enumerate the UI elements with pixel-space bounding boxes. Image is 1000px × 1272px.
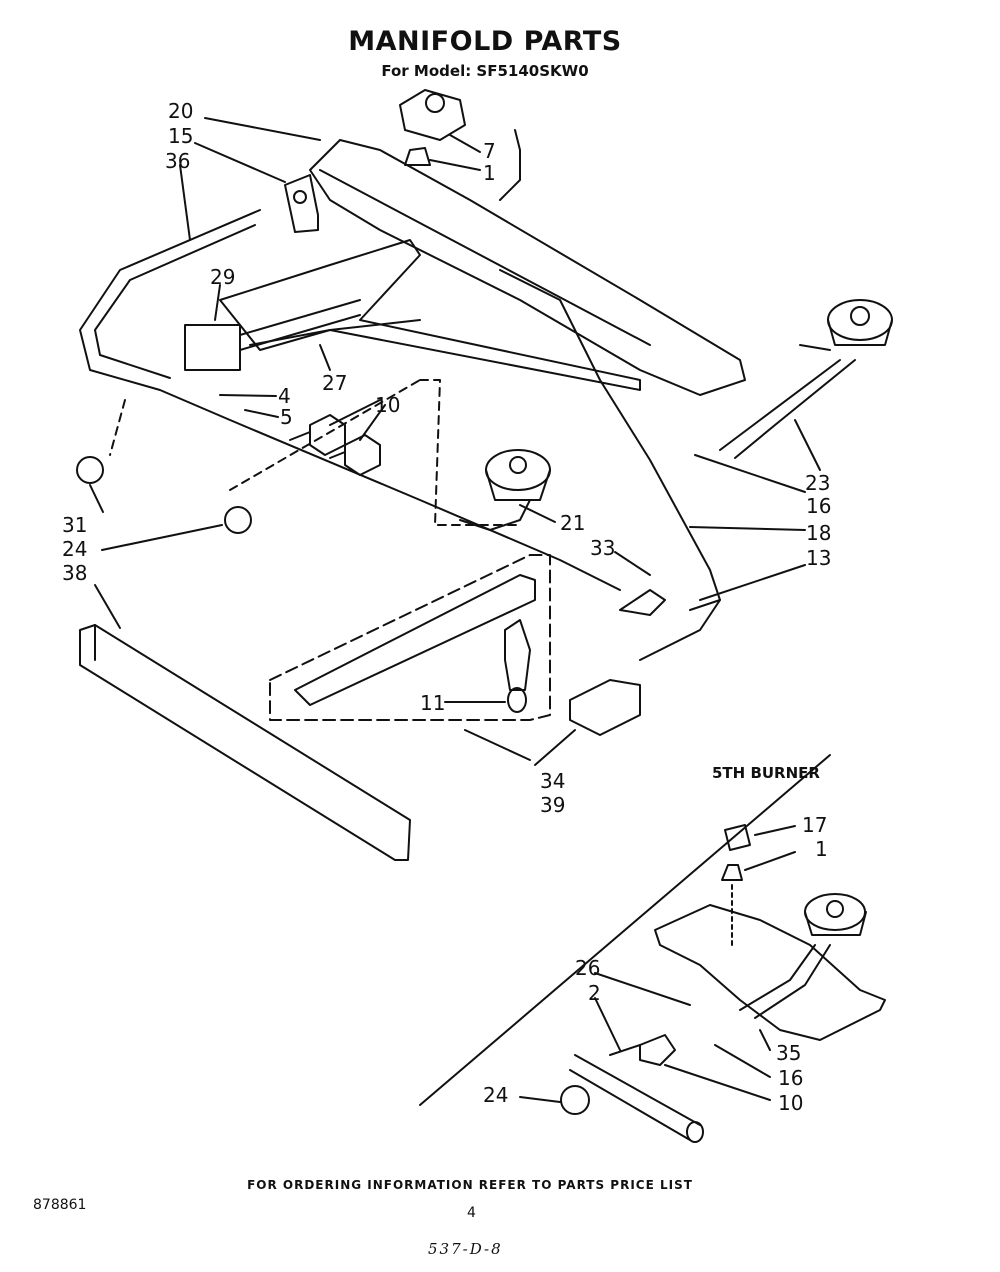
- model-subtitle: For Model: SF5140SKW0: [381, 62, 589, 80]
- callout-10-inset: 10: [778, 1091, 803, 1115]
- page-number: 4: [467, 1205, 476, 1221]
- fifth-burner: [804, 893, 866, 931]
- thermostat: [184, 324, 241, 371]
- ordering-note: FOR ORDERING INFORMATION REFER TO PARTS …: [247, 1178, 693, 1192]
- callout-20: 20: [168, 99, 193, 123]
- burner-box: [269, 554, 551, 721]
- callout-11: 11: [420, 691, 445, 715]
- callout-2: 2: [588, 981, 601, 1005]
- inset-title: 5TH BURNER: [712, 764, 820, 782]
- safety-valve: [569, 679, 641, 736]
- callout-10: 10: [375, 393, 400, 417]
- callout-34: 34: [540, 769, 565, 793]
- callout-13: 13: [806, 546, 831, 570]
- bracket-15: [284, 174, 319, 233]
- callout-1: 1: [483, 161, 496, 185]
- callout-29: 29: [210, 265, 235, 289]
- callout-31: 31: [62, 513, 87, 537]
- oven-pan: [219, 239, 641, 391]
- callout-5: 5: [280, 405, 293, 429]
- callout-7: 7: [483, 139, 496, 163]
- callout-16: 16: [806, 494, 831, 518]
- page-title: MANIFOLD PARTS: [348, 26, 622, 57]
- callout-39: 39: [540, 793, 565, 817]
- callout-35: 35: [776, 1041, 801, 1065]
- callout-4: 4: [278, 384, 291, 408]
- callout-1-inset: 1: [815, 837, 828, 861]
- callout-23: 23: [805, 471, 830, 495]
- callout-21: 21: [560, 511, 585, 535]
- valve-b: [344, 434, 381, 476]
- callout-26: 26: [575, 956, 600, 980]
- front-panel: [79, 624, 411, 861]
- burner-bracket: [309, 139, 746, 396]
- callout-24: 24: [62, 537, 87, 561]
- callout-labels: 20 15 36 29 27 4 5 10 7 1 23 16 18 13 21…: [62, 99, 831, 1115]
- knob-24-inset: [560, 1085, 590, 1115]
- callout-38: 38: [62, 561, 87, 585]
- callout-17: 17: [802, 813, 827, 837]
- callout-18: 18: [806, 521, 831, 545]
- callout-27: 27: [322, 371, 347, 395]
- callout-36: 36: [165, 149, 190, 173]
- knob-24: [224, 506, 252, 534]
- doc-number: 878861: [33, 1197, 87, 1213]
- fifth-burner-bracket: [654, 904, 886, 1041]
- orifice-holder: [399, 89, 466, 141]
- callout-16-inset: 16: [778, 1066, 803, 1090]
- manifold-pipe: [79, 209, 621, 591]
- handwritten-code: 537-D-8: [428, 1240, 503, 1258]
- callout-33: 33: [590, 536, 615, 560]
- callout-24-inset: 24: [483, 1083, 508, 1107]
- knob-31: [76, 456, 104, 484]
- callout-15: 15: [168, 124, 193, 148]
